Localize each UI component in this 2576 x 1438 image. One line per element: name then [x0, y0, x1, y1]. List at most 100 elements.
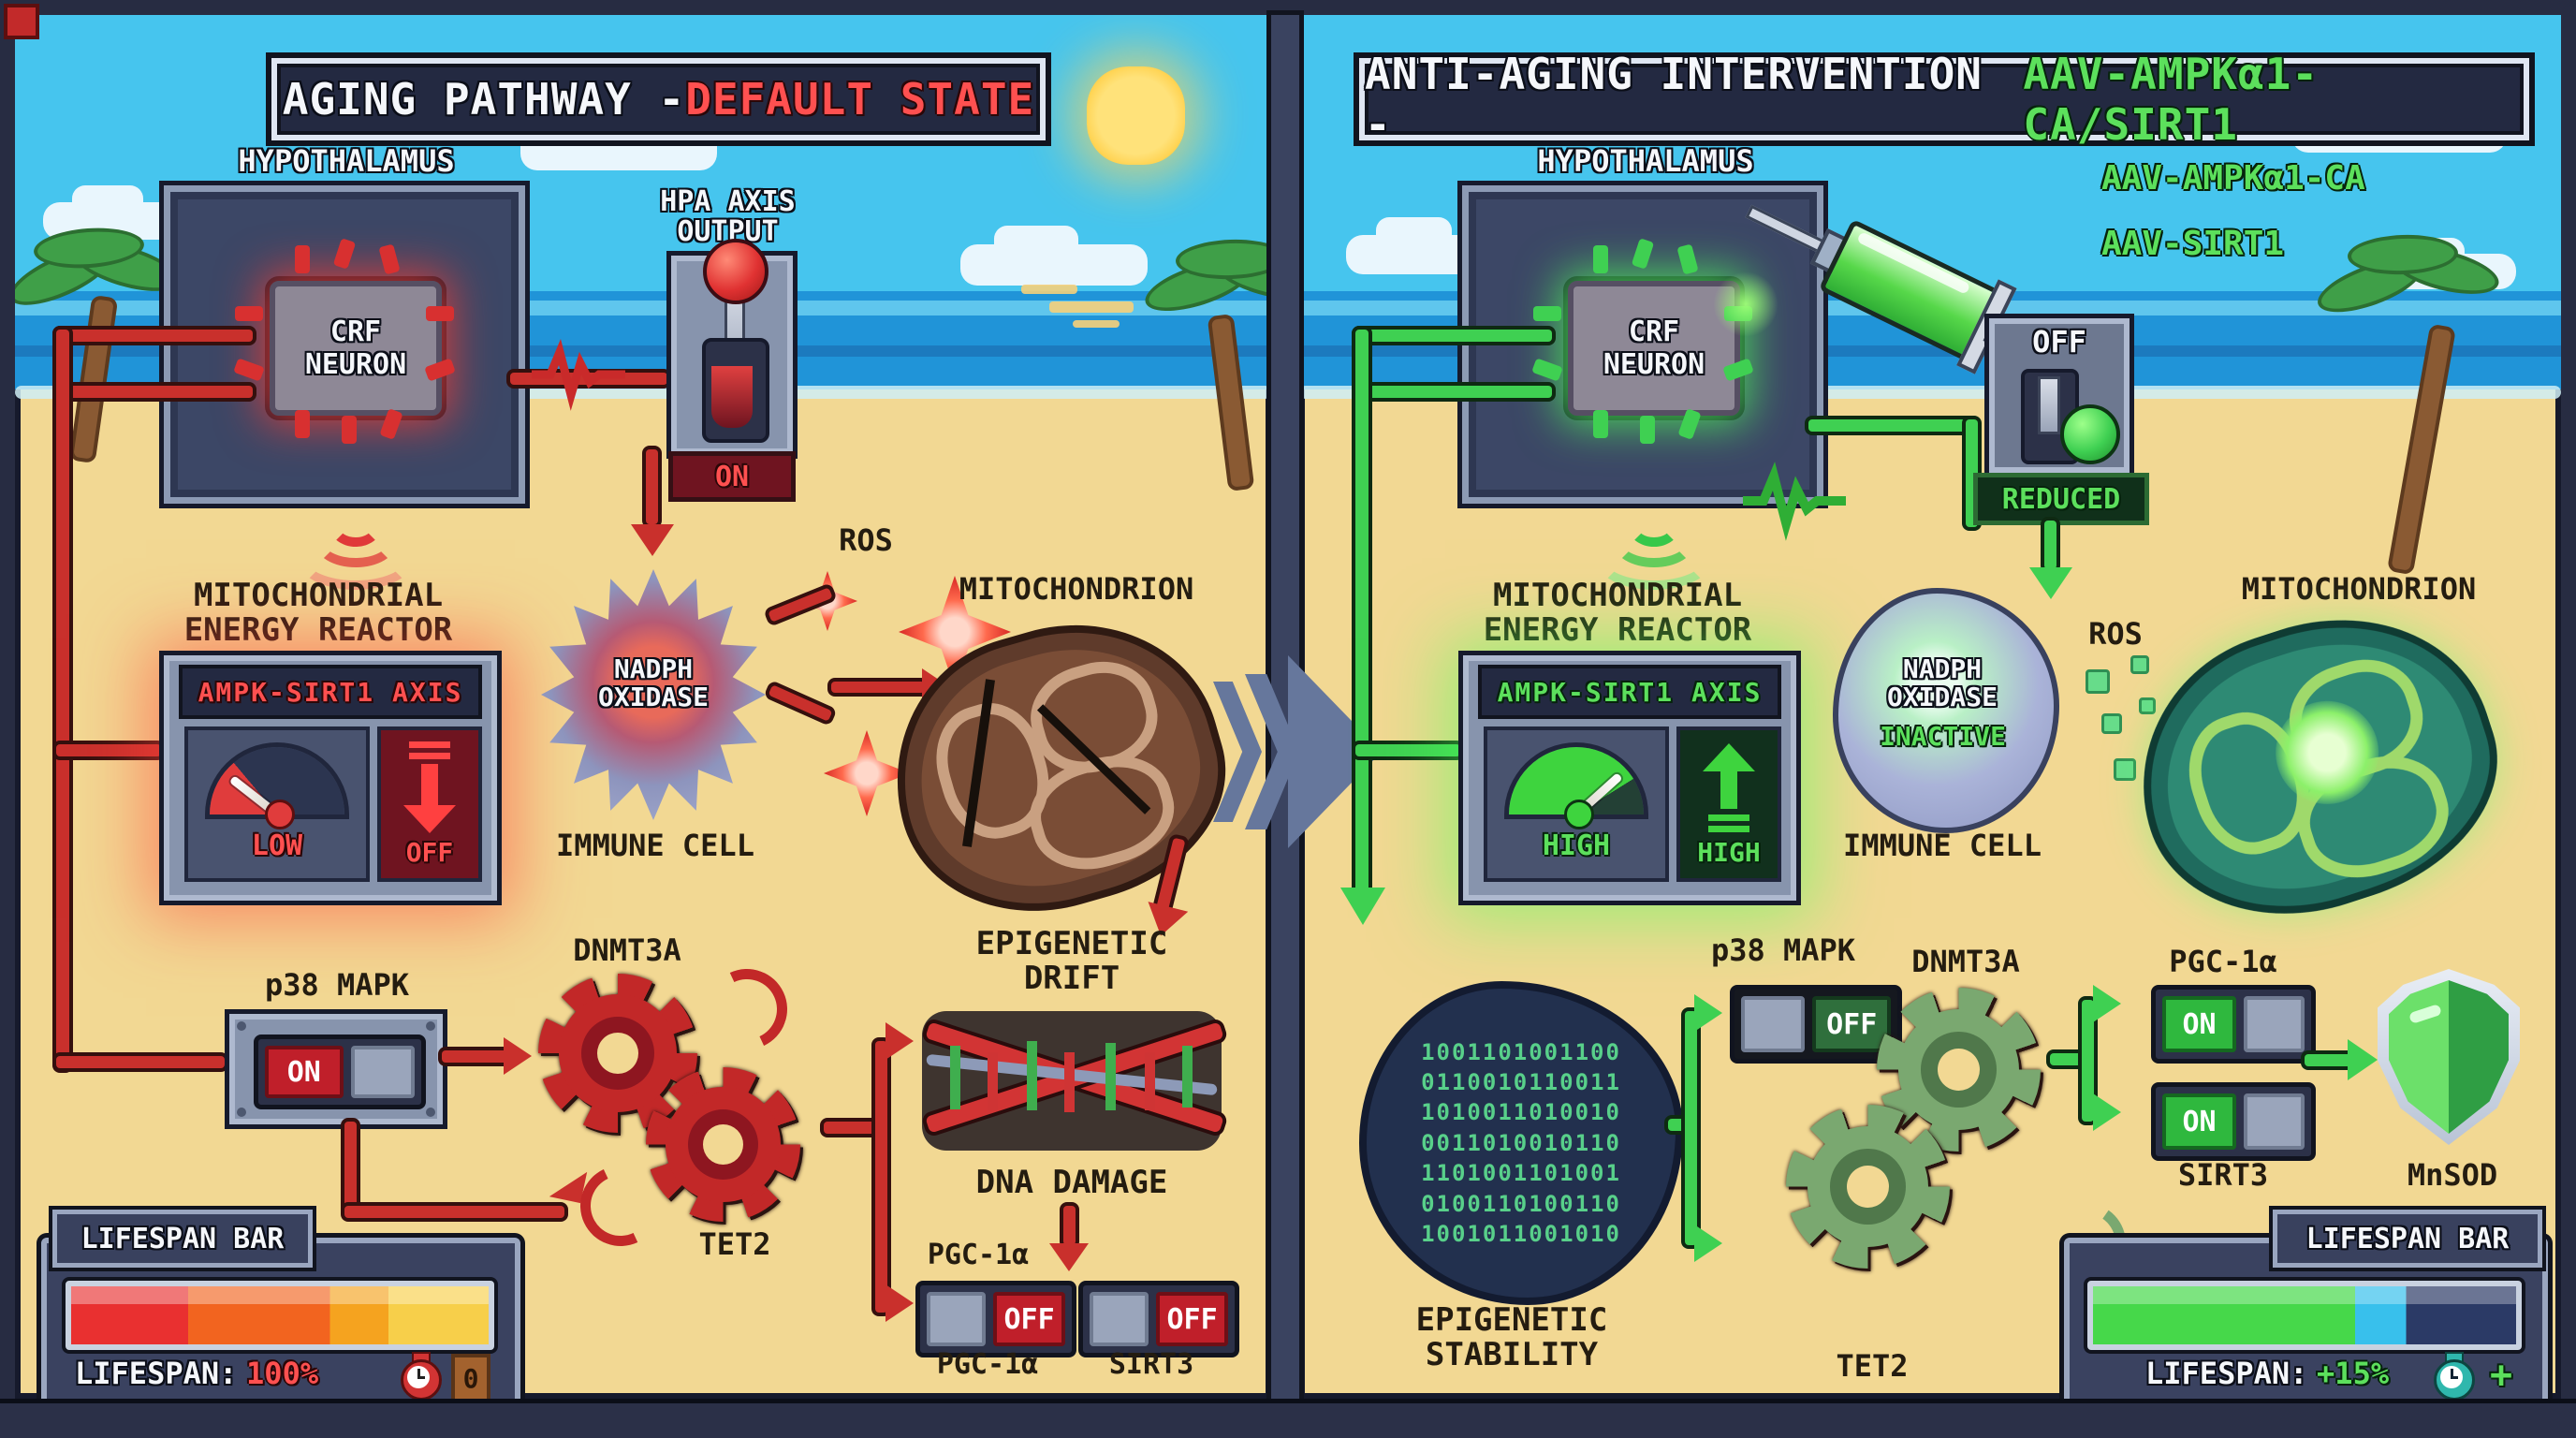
crf-neuron-chip: CRF NEURON	[1568, 281, 1740, 416]
clock-icon	[401, 1352, 442, 1401]
gauge-cell: HIGH	[1484, 726, 1669, 882]
lifespan-label: LIFESPAN:	[2145, 1356, 2308, 1391]
ros-dot-icon	[2086, 669, 2110, 694]
toggle-cell[interactable]: HIGH	[1676, 726, 1781, 882]
epigenetic-stability-label: EPIGENETIC STABILITY	[1415, 1301, 1608, 1373]
sirt3-label: SIRT3	[2177, 1157, 2269, 1193]
lever-ball[interactable]	[703, 239, 768, 304]
wire	[344, 1122, 357, 1215]
hpa-axis-label: HPA AXIS OUTPUT	[660, 185, 796, 249]
lever-ball[interactable]	[2060, 404, 2120, 464]
sirt3-switch[interactable]: ON	[2151, 1082, 2316, 1161]
wire	[344, 1206, 564, 1218]
mitochondrion-label: MITOCHONDRION	[959, 571, 1194, 607]
reactor-axis-label: AMPK-SIRT1 AXIS	[1497, 676, 1763, 708]
hpa-state-plate: ON	[668, 451, 796, 502]
wire	[2082, 1000, 2094, 1122]
immune-cell-label: IMMUNE CELL	[556, 828, 754, 863]
left-title-accent: DEFAULT STATE	[685, 74, 1035, 125]
arrow-up-icon	[1703, 743, 1755, 771]
aav-label-2: AAV-SIRT1	[2101, 225, 2285, 263]
right-title-accent: AAV-AMPKα1-CA/SIRT1	[2023, 49, 2320, 150]
reactor-right: AMPK-SIRT1 AXIS HIGH HIGH	[1458, 651, 1801, 905]
arrow-right-icon	[504, 1037, 532, 1075]
lifespan-title-tab: LIFESPAN BAR	[52, 1210, 313, 1268]
immune-cell-calm	[1833, 588, 2059, 833]
p38-switch[interactable]: OFF	[1730, 985, 1902, 1064]
arrow-down-icon	[403, 805, 456, 833]
arrow-down-icon	[2029, 567, 2072, 599]
reactor-left: AMPK-SIRT1 AXIS LOW OFF	[159, 651, 502, 905]
dnmt3a-label: DNMT3A	[573, 932, 681, 968]
pgc1a-switch[interactable]: OFF	[915, 1281, 1076, 1357]
p38-state: ON	[265, 1046, 344, 1098]
tet2-gear-icon	[1786, 1105, 1950, 1269]
hpa-lever-off[interactable]: OFF	[1984, 314, 2134, 477]
toggle-state: OFF	[405, 837, 454, 868]
right-title-banner: ANTI-AGING INTERVENTION - AAV-AMPKα1-CA/…	[1359, 49, 2529, 150]
inactive-label: INACTIVE	[1880, 721, 2006, 752]
wire	[2305, 1054, 2353, 1066]
tet2-label: TET2	[698, 1226, 771, 1262]
sirt3-switch[interactable]: OFF	[1078, 1281, 1239, 1357]
arrow-down-icon	[1049, 1243, 1089, 1271]
lifespan-value: 100%	[246, 1356, 319, 1391]
lifespan-bar-left	[66, 1281, 494, 1350]
p38-label: p38 MAPK	[1710, 932, 1856, 968]
gauge-cell: LOW	[184, 726, 370, 882]
nadph-oxidase-label: NADPH OXIDASE	[1886, 653, 1998, 713]
toggle-cell[interactable]: OFF	[377, 726, 482, 882]
lifespan-label: LIFESPAN:	[75, 1356, 238, 1391]
wire	[56, 330, 69, 1069]
arrow-right-icon	[1694, 994, 1722, 1032]
wire	[1685, 1011, 1697, 1245]
wire	[442, 1050, 507, 1063]
immune-cell	[541, 569, 766, 820]
ros-dot-icon	[2101, 713, 2122, 734]
aav-label-1: AAV-AMPKα1-CA	[2101, 159, 2365, 198]
wire	[824, 1122, 887, 1134]
p38-switch-housing: ON	[225, 1009, 447, 1129]
plus-icon: +	[2489, 1354, 2513, 1397]
wire	[56, 386, 253, 398]
sirt3-switch-label: SIRT3	[1108, 1348, 1194, 1381]
lifespan-title-tab: LIFESPAN BAR	[2273, 1210, 2542, 1268]
nadph-oxidase-label: NADPH OXIDASE	[597, 653, 709, 713]
toggle-state: HIGH	[1697, 837, 1761, 868]
hypothalamus-label: HYPOTHALAMUS	[238, 143, 455, 179]
pgc-label: PGC-1α	[2169, 944, 2277, 979]
wire	[1063, 1206, 1076, 1245]
ros-label: ROS	[2088, 616, 2143, 652]
arrow-right-icon	[886, 1022, 914, 1060]
sirt3-state: ON	[2162, 1093, 2237, 1150]
wire	[1355, 330, 1552, 342]
cloud	[960, 226, 1148, 286]
epigenetic-binary-blob: 1001101001100 0110010110011 101001101001…	[1359, 981, 1683, 1305]
sirt3-state: OFF	[1156, 1292, 1228, 1346]
wire	[2044, 521, 2056, 569]
dna-damage-label: DNA DAMAGE	[975, 1164, 1168, 1201]
pgc1a-switch-label: PGC-1α	[936, 1348, 1039, 1381]
wire	[875, 1041, 887, 1313]
ros-dot-icon	[2130, 655, 2149, 674]
ros-label: ROS	[839, 522, 893, 558]
wire	[831, 682, 925, 693]
arrow-right-icon	[2348, 1039, 2378, 1080]
wire	[646, 449, 658, 524]
ros-dot-icon	[2114, 758, 2136, 781]
arrow-down-icon	[631, 524, 674, 556]
sun-reflection	[1049, 301, 1134, 313]
pgc1a-switch[interactable]: ON	[2151, 985, 2316, 1064]
wire	[56, 330, 253, 342]
left-title: AGING PATHWAY -	[282, 74, 686, 125]
ekg-icon	[532, 338, 625, 411]
reactor-label: MITOCHONDRIAL ENERGY REACTOR	[1483, 577, 1752, 649]
dnmt3a-label: DNMT3A	[1911, 944, 2020, 979]
clock-icon	[2434, 1352, 2475, 1401]
wire	[1355, 386, 1552, 398]
right-title: ANTI-AGING INTERVENTION -	[1365, 49, 1983, 150]
hpa-lever[interactable]	[666, 239, 798, 459]
p38-switch[interactable]: ON	[254, 1034, 426, 1109]
reactor-label: MITOCHONDRIAL ENERGY REACTOR	[183, 577, 453, 649]
